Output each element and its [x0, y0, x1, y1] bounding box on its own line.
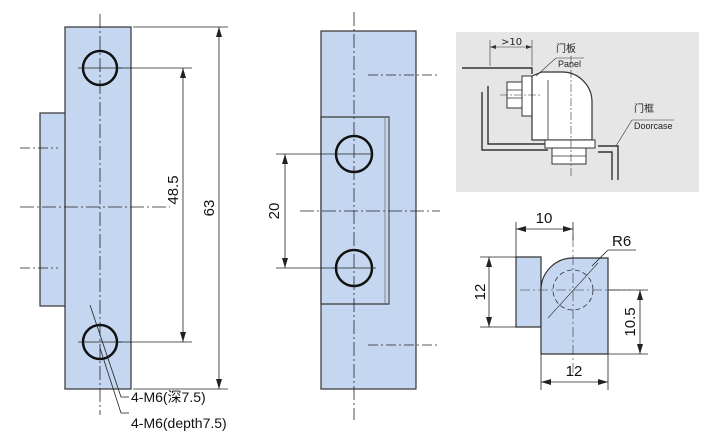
dim-left-height: 12	[472, 284, 489, 301]
top-view: 10 R6 12 10.5 12	[472, 210, 648, 390]
inset-panel-en: Panel	[558, 59, 581, 69]
thread-note-en: 4-M6(depth7.5)	[131, 415, 227, 431]
dim-top-width: 10	[536, 210, 553, 227]
top-view-knuckle	[540, 257, 609, 355]
dim-bottom-width: 12	[566, 363, 583, 380]
inset-doorcase-cn: 门框	[634, 102, 654, 115]
inset-gap-label: >10	[501, 37, 522, 48]
middle-view: 20	[266, 12, 440, 420]
inset-panel-cn: 门板	[556, 42, 576, 55]
thread-note-cn: 4-M6(深7.5)	[131, 389, 206, 405]
installation-inset: >10 门板 Panel 门框 Doorcase	[456, 32, 699, 192]
dim-overall-height: 63	[201, 200, 218, 217]
dim-radius: R6	[612, 233, 631, 250]
left-view-flange	[39, 112, 67, 307]
inset-hinge-knuckle	[531, 71, 593, 141]
left-view: 48.5 63 4-M6(深7.5) 4-M6(depth7.5)	[20, 14, 228, 431]
inset-doorcase-en: Doorcase	[634, 121, 673, 131]
dim-hole-pitch: 48.5	[165, 175, 182, 204]
top-view-body	[515, 256, 542, 328]
dim-right-height: 10.5	[622, 307, 639, 336]
dim-center-pitch: 20	[266, 203, 283, 220]
